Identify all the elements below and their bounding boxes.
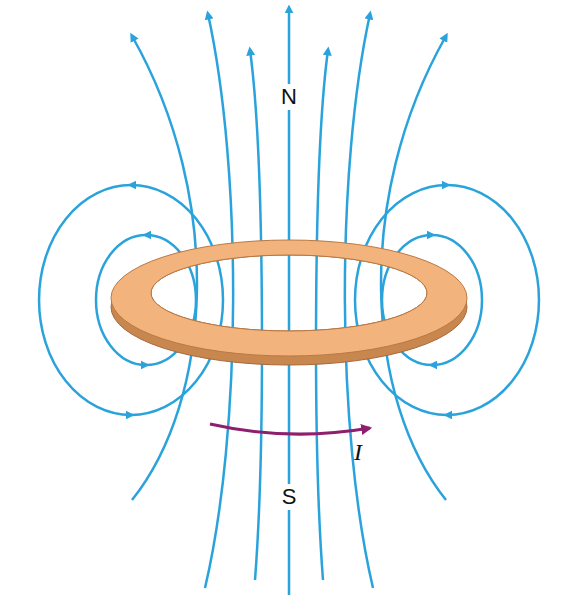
- field-lines: [39, 8, 539, 595]
- pole-label: N: [278, 84, 300, 110]
- copper-ring: [111, 240, 467, 365]
- current-label: I: [351, 438, 365, 466]
- current-arrow: [210, 424, 370, 434]
- pole-label: S: [279, 484, 300, 510]
